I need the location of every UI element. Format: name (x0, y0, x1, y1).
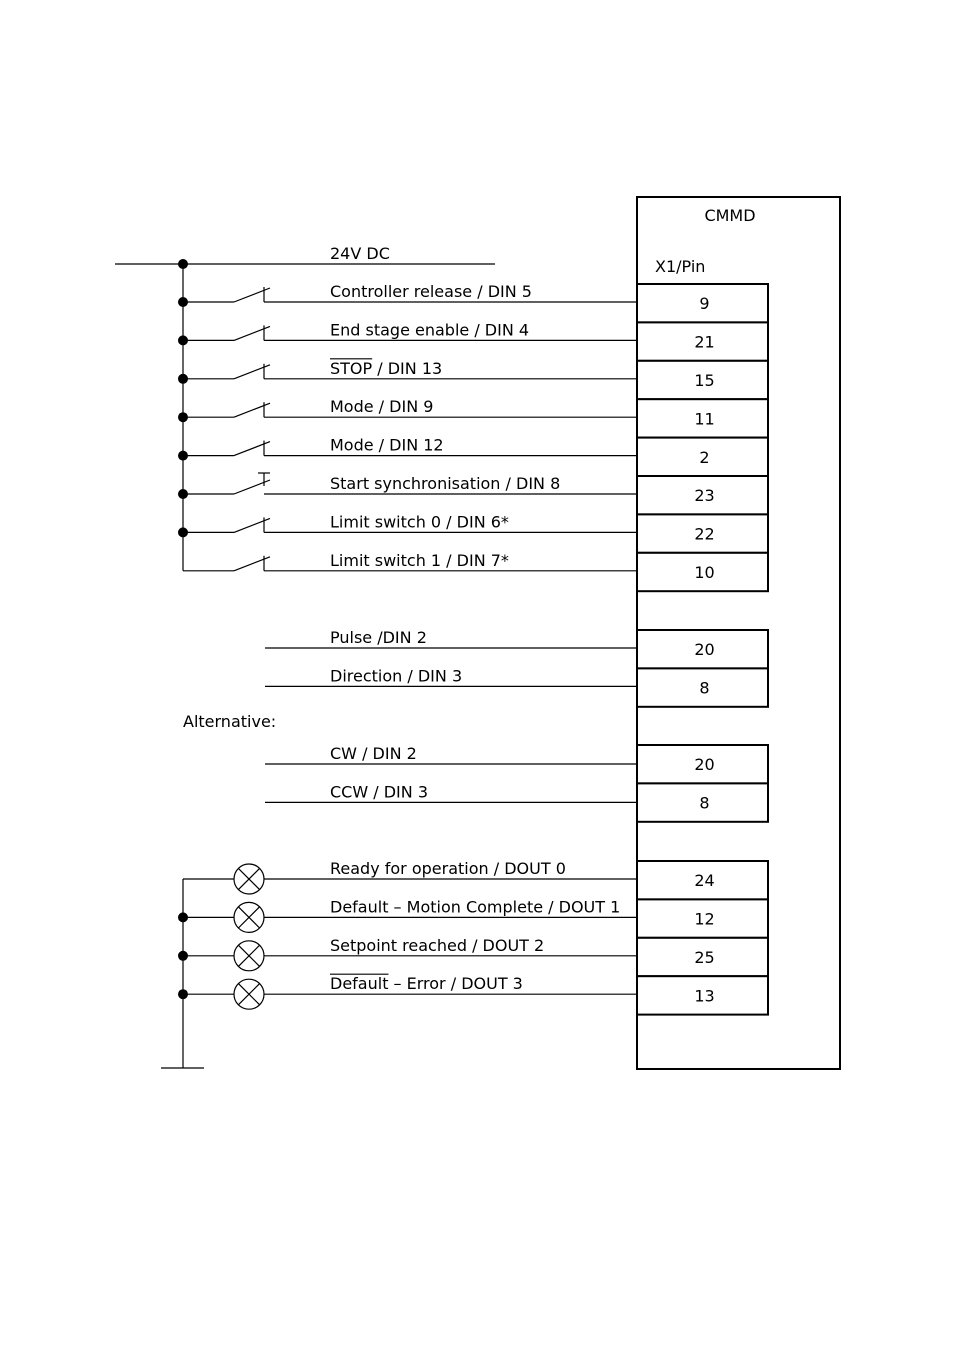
pin-number: 20 (694, 755, 714, 774)
signal-label: CW / DIN 2 (330, 744, 417, 763)
pin-number: 13 (694, 986, 714, 1005)
connector-label: X1/Pin (655, 257, 705, 276)
pin-box (636, 667, 769, 708)
pin-number: 8 (699, 794, 709, 813)
signal-label: Limit switch 0 / DIN 6* (330, 512, 509, 531)
pin-boxes (636, 196, 841, 1070)
signal-label: End stage enable / DIN 4 (330, 320, 529, 339)
lamp-cross (237, 944, 261, 967)
signal-label: Mode / DIN 12 (330, 436, 444, 455)
pin-number: 20 (694, 640, 714, 659)
pin-box (636, 359, 769, 401)
labels: CMMD X1/Pin 24V DC Alternative: Controll… (183, 206, 756, 1005)
pin-box (636, 513, 769, 554)
signal-label: CCW / DIN 3 (330, 782, 428, 801)
pin-box (636, 898, 769, 939)
pin-number: 22 (694, 525, 714, 544)
signal-label: Controller release / DIN 5 (330, 282, 532, 301)
wiring-lines (115, 259, 637, 1069)
signal-label: Direction / DIN 3 (330, 666, 462, 685)
pin-number: 2 (699, 448, 709, 467)
signal-label: Start synchronisation / DIN 8 (330, 474, 560, 493)
pin-number: 21 (694, 333, 714, 352)
lamp-cross (237, 906, 261, 929)
lamp-cross (237, 983, 261, 1006)
signal-label: Default – Motion Complete / DOUT 1 (330, 897, 620, 916)
pin-number: 24 (694, 871, 714, 890)
lamp-cross (237, 867, 261, 891)
pin-number: 10 (694, 563, 714, 582)
signal-label: Mode / DIN 9 (330, 397, 433, 416)
pin-box (636, 782, 769, 823)
signal-label: Pulse /DIN 2 (330, 628, 427, 647)
signal-label: Default – Error / DOUT 3 (330, 974, 523, 993)
alternative-label: Alternative: (183, 712, 276, 731)
pin-number: 15 (694, 371, 714, 390)
supply-label: 24V DC (330, 244, 390, 263)
signal-label: STOP / DIN 13 (330, 359, 442, 378)
pin-box (636, 936, 769, 978)
pin-number: 12 (694, 910, 714, 929)
pin-number: 25 (694, 948, 714, 967)
signal-label: Limit switch 1 / DIN 7* (330, 551, 509, 570)
signal-label: Ready for operation / DOUT 0 (330, 859, 566, 878)
signal-label: Setpoint reached / DOUT 2 (330, 936, 544, 955)
pin-number: 11 (694, 409, 714, 428)
pin-box (636, 551, 769, 593)
pin-number: 9 (699, 294, 709, 313)
pin-box (636, 283, 769, 324)
pin-number: 23 (694, 486, 714, 505)
pin-box (636, 475, 769, 516)
pin-box (636, 398, 769, 439)
pin-box (636, 744, 769, 785)
device-name: CMMD (704, 206, 755, 225)
pin-number: 8 (699, 679, 709, 698)
pin-box (636, 975, 769, 1016)
